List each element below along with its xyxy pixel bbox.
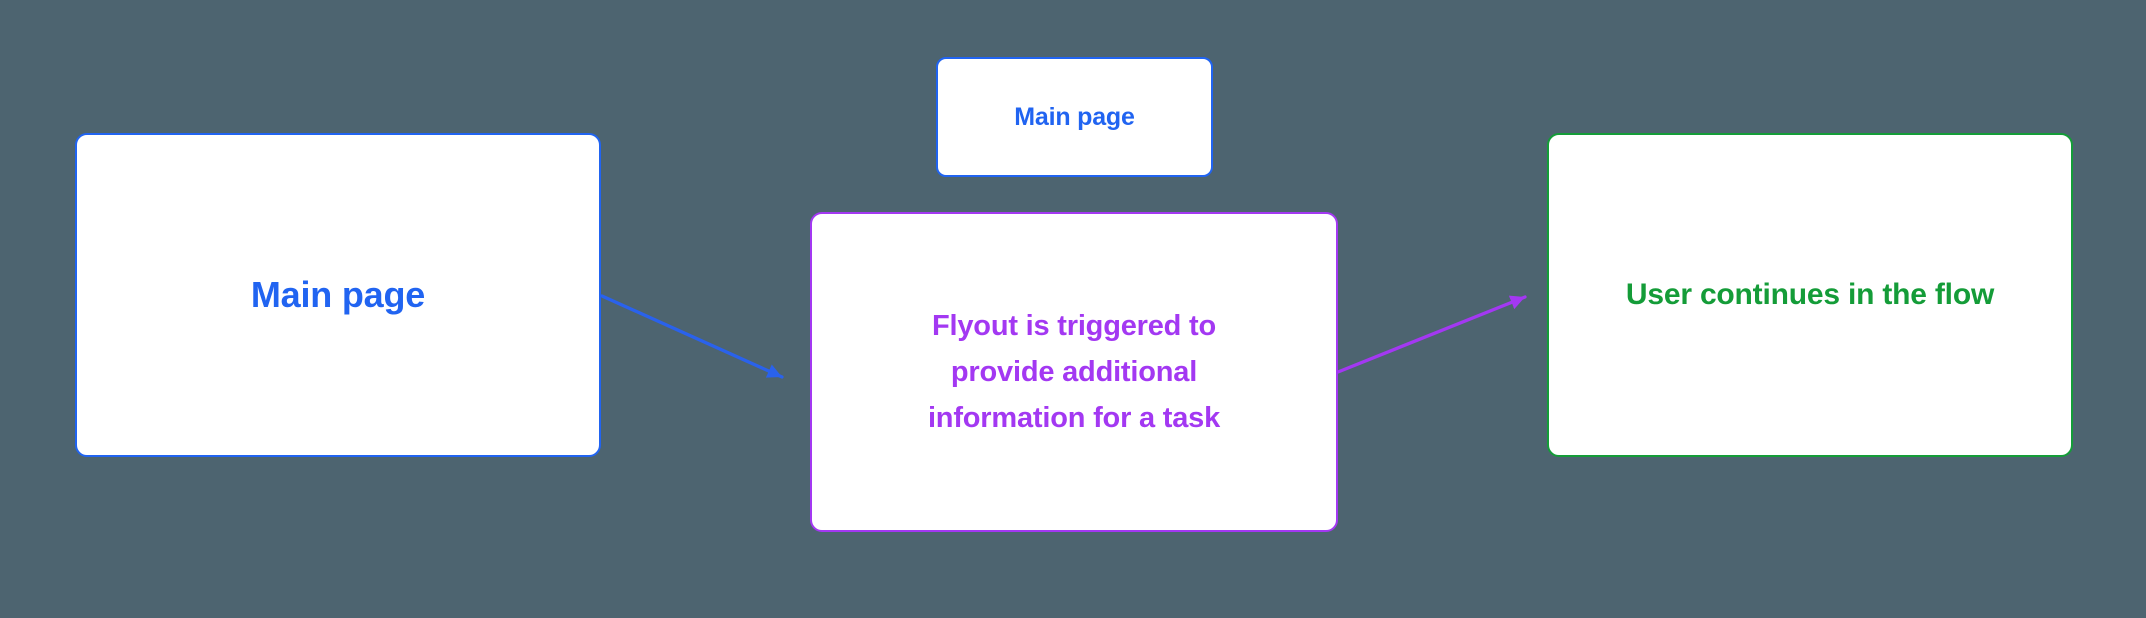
node-flyout-label-line-3: information for a task [927, 402, 1221, 434]
node-flyout-label-line-1: Flyout is triggered to [932, 310, 1216, 342]
node-main-page-label: Main page [250, 274, 426, 315]
connector-flyout-to-continue [1336, 295, 1527, 374]
node-main-page-flyout-source-label: Main page [1014, 102, 1135, 131]
node-flyout-triggered[interactable]: Flyout is triggered to provide additiona… [810, 212, 1338, 532]
node-user-continues[interactable]: User continues in the flow [1547, 133, 2073, 457]
node-main-page[interactable]: Main page [75, 133, 601, 457]
node-flyout-label-line-2: provide additional [950, 356, 1198, 388]
node-user-continues-label: User continues in the flow [1625, 278, 1995, 311]
connector-main-to-flyout [600, 294, 784, 379]
node-main-page-flyout-source[interactable]: Main page [936, 57, 1213, 177]
node-flyout-triggered-label: Flyout is triggered to provide additiona… [928, 303, 1220, 441]
